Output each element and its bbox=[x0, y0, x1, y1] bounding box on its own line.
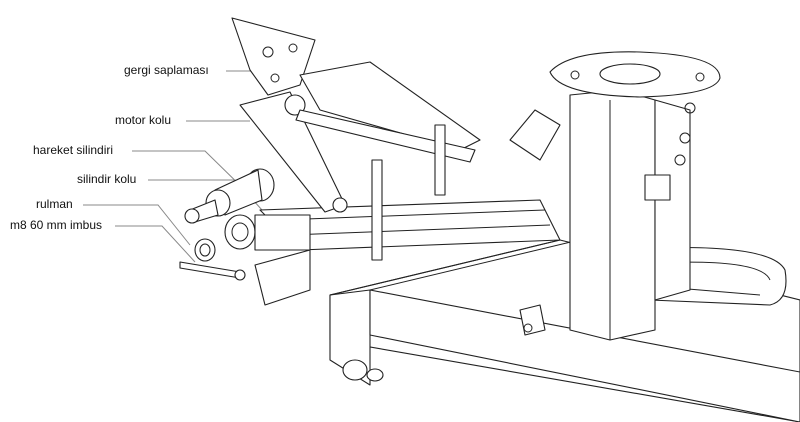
label-gergi-saplamasi: gergi saplaması bbox=[124, 63, 209, 77]
label-m8-imbus: m8 60 mm imbus bbox=[10, 218, 103, 232]
label-silindir-kolu: silindir kolu bbox=[77, 172, 137, 186]
label-hareket-silindiri: hareket silindiri bbox=[33, 143, 114, 157]
label-rulman: rulman bbox=[36, 197, 73, 211]
cylinder-parts bbox=[179, 168, 546, 336]
label-motor-kolu: motor kolu bbox=[115, 113, 172, 127]
column bbox=[509, 51, 721, 341]
upper-mechanism bbox=[231, 17, 481, 261]
